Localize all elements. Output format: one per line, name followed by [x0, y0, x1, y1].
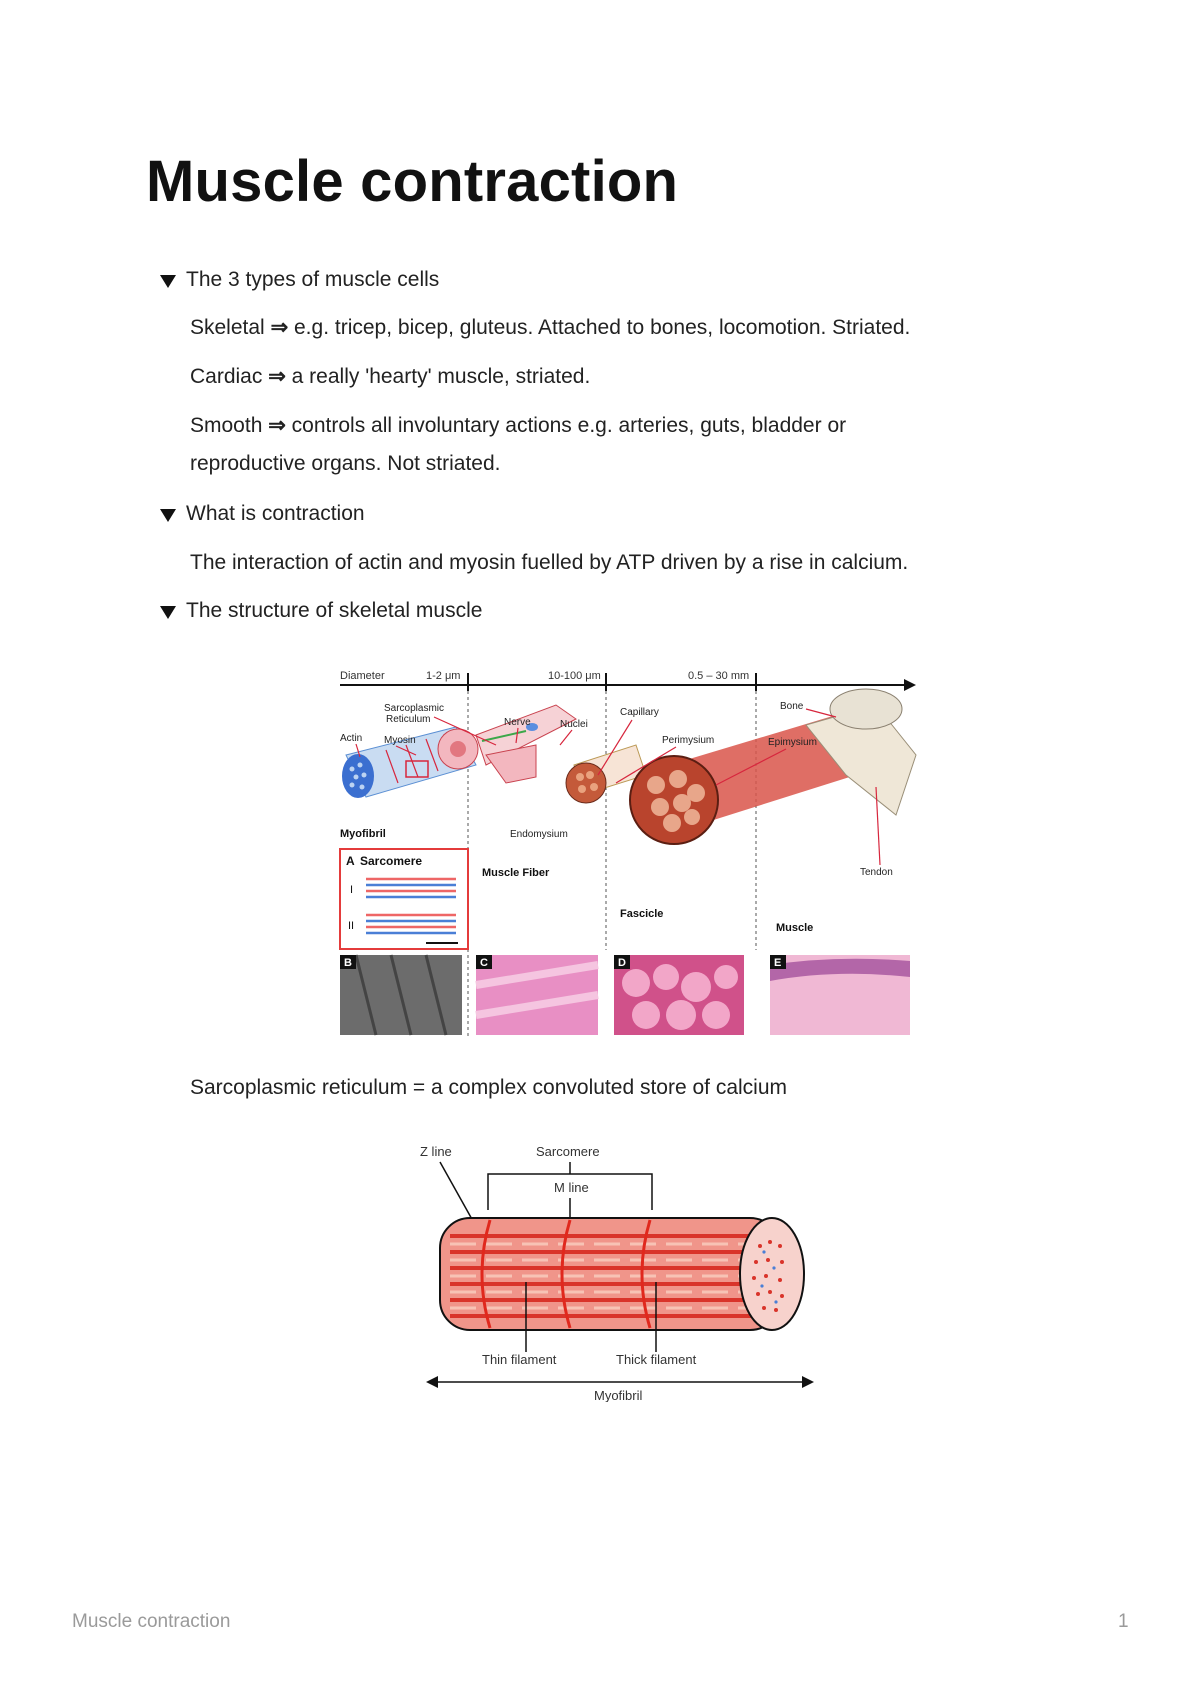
toggle-heading: The structure of skeletal muscle [186, 599, 483, 622]
fascicle-label: Fascicle [620, 908, 663, 920]
panel-e-micrograph: E [770, 955, 910, 1035]
smooth-line: Smooth ⇒ controls all involuntary action… [190, 408, 1090, 444]
z-line-label: Z line [420, 1144, 452, 1159]
myosin-label: Myosin [384, 735, 416, 746]
arrow-right-icon [802, 1376, 814, 1388]
term-cardiac: Cardiac [190, 365, 263, 388]
panel-c-label: C [480, 957, 488, 969]
myofibril-figure: Z line Sarcomere M line [420, 1144, 814, 1402]
muscle-label: Muscle [776, 922, 813, 934]
thin-filament-label: Thin filament [482, 1352, 557, 1367]
range-label: 10-100 μm [548, 670, 601, 682]
page-number: 1 [1118, 1611, 1129, 1632]
myofibril-label: Myofibril [340, 828, 386, 840]
panel-e-label: E [774, 957, 781, 969]
sarcoplasmic-reticulum-label-2: Reticulum [386, 714, 430, 725]
contraction-definition: The interaction of actin and myosin fuel… [190, 551, 909, 574]
capillary-label: Capillary [620, 707, 659, 718]
panel-b-label: B [344, 957, 352, 969]
toggle-triangle-icon[interactable] [160, 274, 176, 288]
toggle-triangle-icon[interactable] [160, 605, 176, 619]
actin-label: Actin [340, 733, 362, 744]
fascicle-illustration [565, 744, 647, 804]
smooth-line-continued: reproductive organs. Not striated. [190, 452, 501, 475]
myofibril-cylinder [439, 1217, 805, 1331]
sarcoplasmic-reticulum-label: Sarcoplasmic [384, 703, 444, 714]
epimysium-label: Epimysium [768, 737, 817, 748]
diameter-label: Diameter [340, 670, 385, 682]
panel-b-micrograph: B [340, 954, 462, 1036]
range-label: 1-2 μm [426, 670, 460, 682]
smooth-text: controls all involuntary actions e.g. ar… [285, 414, 847, 437]
panel-d-micrograph: D [614, 955, 744, 1035]
pointer-lines [355, 708, 881, 866]
nuclei-label: Nuclei [560, 719, 588, 730]
toggle-what-is-contraction[interactable]: What is contraction [160, 502, 365, 526]
figure-caption: Sarcoplasmic reticulum = a complex convo… [190, 1076, 788, 1099]
row-ii-label: II [348, 920, 354, 932]
panel-c-micrograph: C [475, 955, 599, 1035]
muscle-fiber-illustration [437, 704, 577, 784]
tendon-label: Tendon [860, 867, 893, 878]
cardiac-line: Cardiac ⇒ a really 'hearty' muscle, stri… [190, 359, 1090, 395]
panel-a-label: A [346, 854, 355, 868]
implies-arrow-icon: ⇒ [268, 365, 286, 388]
muscle-fiber-label: Muscle Fiber [482, 867, 550, 879]
toggle-heading: The 3 types of muscle cells [186, 268, 440, 291]
muscle-illustration [629, 688, 917, 845]
perimysium-label: Perimysium [662, 735, 714, 746]
scale-arrow-icon [904, 679, 916, 691]
toggle-skeletal-structure[interactable]: The structure of skeletal muscle [160, 599, 482, 623]
term-smooth: Smooth [190, 414, 263, 437]
toggle-triangle-icon[interactable] [160, 508, 176, 522]
implies-arrow-icon: ⇒ [270, 316, 289, 339]
bone-label: Bone [780, 701, 804, 712]
skeletal-text: e.g. tricep, bicep, gluteus. Attached to… [288, 316, 911, 339]
skeletal-muscle-structure-figure: Diameter 1-2 μm 10-100 μm 0.5 – 30 mm [339, 670, 917, 1037]
m-line-label: M line [554, 1180, 589, 1195]
footer-title: Muscle contraction [72, 1611, 231, 1632]
toggle-muscle-cell-types[interactable]: The 3 types of muscle cells [160, 268, 439, 292]
skeletal-line: Skeletal ⇒ e.g. tricep, bicep, gluteus. … [190, 310, 1090, 346]
page-title: Muscle contraction [146, 149, 679, 214]
sarcomere-label: Sarcomere [360, 854, 422, 868]
myofibril-label: Myofibril [594, 1388, 643, 1402]
toggle-heading: What is contraction [186, 502, 365, 525]
term-skeletal: Skeletal [190, 316, 265, 339]
thick-filament-label: Thick filament [616, 1352, 697, 1367]
cardiac-text: a really 'hearty' muscle, striated. [285, 365, 591, 388]
sarcomere-label: Sarcomere [536, 1144, 600, 1159]
nerve-label: Nerve [504, 717, 531, 728]
arrow-left-icon [426, 1376, 438, 1388]
row-i-label: I [350, 884, 353, 896]
implies-arrow-icon: ⇒ [268, 414, 286, 437]
panel-a-sarcomere: A Sarcomere I II [339, 848, 469, 950]
range-label: 0.5 – 30 mm [688, 670, 749, 682]
panel-d-label: D [618, 957, 626, 969]
endomysium-label: Endomysium [510, 829, 568, 840]
